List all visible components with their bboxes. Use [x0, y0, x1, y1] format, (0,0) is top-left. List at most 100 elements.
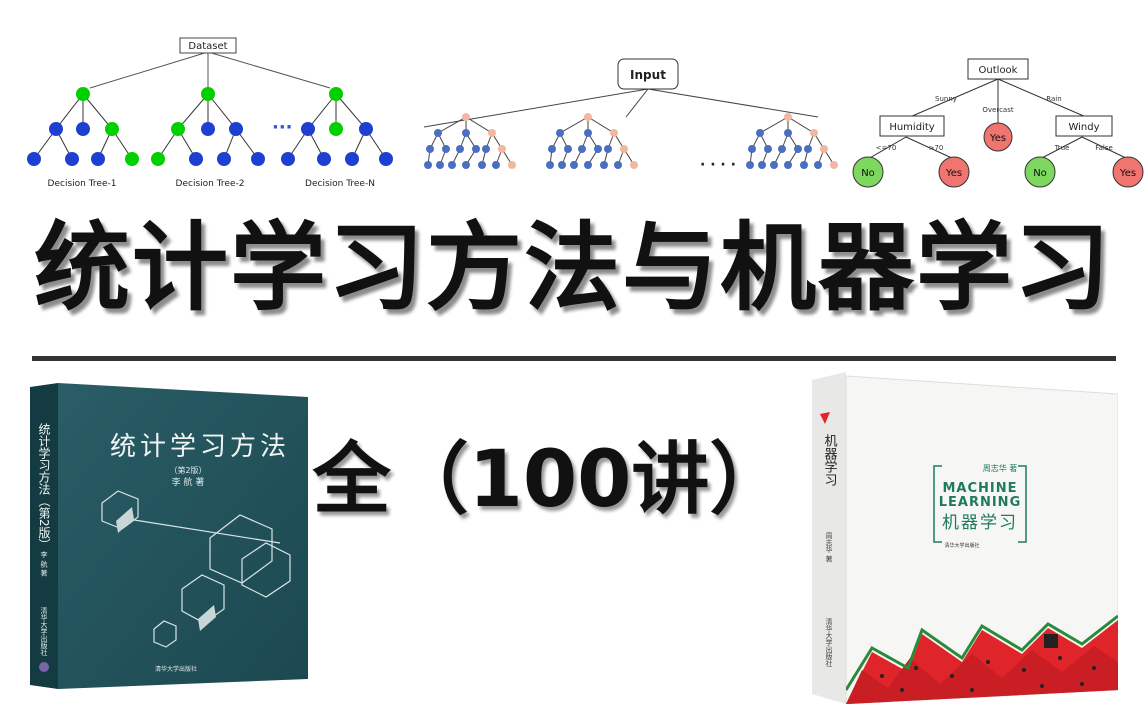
tree-node: [442, 145, 450, 153]
left-cover-edition: （第2版）: [169, 465, 206, 475]
tree-edge: [465, 116, 493, 134]
tree-node: [462, 161, 470, 169]
tree-node: [594, 145, 602, 153]
book-machine-learning: 机器学习 周志华 著 清华大学出版社 周志华 著 MACHINE LEARNIN…: [812, 372, 1118, 704]
left-cover-author: 李 航 著: [172, 476, 205, 488]
tree-node: [478, 161, 486, 169]
input-tree-nodes: [424, 113, 838, 169]
windy-no-label: No: [1033, 168, 1047, 179]
dataset-label: Dataset: [188, 41, 227, 52]
tree-node: [434, 129, 442, 137]
branch-true: True: [1054, 144, 1070, 152]
outlook-box: [967, 58, 1029, 80]
tree-node: [746, 161, 754, 169]
main-title: 统计学习方法与机器学习: [34, 212, 1112, 324]
tree-node: [564, 145, 572, 153]
humidity-no-node: [852, 156, 884, 188]
right-book-cover: [845, 375, 1118, 704]
cover-stripe: [116, 507, 134, 533]
tree-2-label: Decision Tree-2: [176, 179, 245, 189]
tree-node: [548, 145, 556, 153]
right-cover-en-line2: LEARNING: [939, 495, 1022, 510]
windy-yes-node: [1112, 156, 1144, 188]
branch-gt70: >70: [929, 144, 944, 152]
green-title-frame: [933, 465, 1027, 543]
tree-node: [482, 145, 490, 153]
tree-node: [498, 145, 506, 153]
tree-node: [784, 113, 792, 121]
tree-edge: [559, 116, 589, 134]
tree-node: [472, 145, 480, 153]
overcast-yes-node: [983, 122, 1013, 152]
input-trees-diagram: Input · · · ·: [423, 58, 838, 173]
tree-node: [814, 161, 822, 169]
divider: [32, 356, 1116, 361]
tree-edge: [587, 116, 615, 134]
tree-node: [820, 145, 828, 153]
tree-node: [630, 161, 638, 169]
humidity-label: Humidity: [889, 122, 934, 133]
tree-node: [584, 113, 592, 121]
subtitle: 全（100讲）: [312, 435, 788, 525]
tree-node: [436, 161, 444, 169]
tree-1-label: Decision Tree-1: [48, 179, 117, 189]
left-cover-publisher: 清华大学出版社: [155, 665, 197, 673]
windy-no-node: [1024, 156, 1056, 188]
tree-node: [600, 161, 608, 169]
left-cover-title: 统计学习方法: [110, 432, 290, 462]
hexagon-pattern: [101, 490, 291, 648]
input-ellipsis: · · · ·: [700, 157, 736, 173]
outlook-decision-tree: Outlook Sunny Overcast Rain Humidity Win…: [852, 58, 1144, 188]
tree-node: [614, 161, 622, 169]
random-forest-diagram: Dataset ··· Decision Tree-1 Decision Tre…: [27, 37, 393, 189]
tree-node: [784, 161, 792, 169]
left-spine-author: 李 航 著: [40, 550, 48, 577]
outlook-label: Outlook: [979, 65, 1018, 76]
tree-node: [756, 129, 764, 137]
tree-node: [800, 161, 808, 169]
tree-node: [610, 129, 618, 137]
windy-label: Windy: [1068, 122, 1099, 133]
overcast-yes-label: Yes: [989, 133, 1006, 144]
branch-le70: <=70: [876, 144, 897, 152]
tree-node: [764, 145, 772, 153]
branch-false: False: [1095, 144, 1113, 152]
tree-node: [784, 129, 792, 137]
tree-node: [794, 145, 802, 153]
branch-overcast: Overcast: [982, 106, 1013, 114]
windy-box: [1055, 115, 1113, 137]
book-statistical-learning-methods: 统计学习方法 （第2版） 李 航 著 清华大学出版社 统计学习方法（第2版） 李…: [30, 383, 308, 689]
tree-node: [830, 161, 838, 169]
tree-node: [804, 145, 812, 153]
tree-node: [448, 161, 456, 169]
left-spine-title: 统计学习方法（第2版）: [37, 423, 51, 551]
input-label: Input: [630, 68, 666, 82]
tree-edge: [787, 116, 815, 134]
tree-node: [424, 161, 432, 169]
tree-node: [810, 129, 818, 137]
tree-node: [556, 129, 564, 137]
tree-node: [558, 161, 566, 169]
tree-node: [604, 145, 612, 153]
left-spine-publisher: 清华大学出版社: [40, 606, 48, 657]
input-box: [617, 58, 679, 90]
tree-node: [770, 161, 778, 169]
tree-node: [462, 113, 470, 121]
tree-node: [584, 161, 592, 169]
tree-node: [748, 145, 756, 153]
tree-node: [508, 161, 516, 169]
humidity-yes-node: [938, 156, 970, 188]
right-cover-logo: [1044, 634, 1058, 648]
tree-node: [492, 161, 500, 169]
tree-node: [462, 129, 470, 137]
dataset-box: [179, 37, 237, 54]
tree-node: [456, 145, 464, 153]
forest-nodes: [27, 87, 393, 166]
branch-sunny: Sunny: [935, 95, 957, 103]
tree-edge: [437, 116, 467, 134]
tree-node: [620, 145, 628, 153]
tree-node: [584, 129, 592, 137]
left-publisher-logo: [39, 662, 49, 672]
right-cover-publisher: 清华大学出版社: [944, 542, 979, 549]
left-book-cover: [58, 383, 308, 689]
